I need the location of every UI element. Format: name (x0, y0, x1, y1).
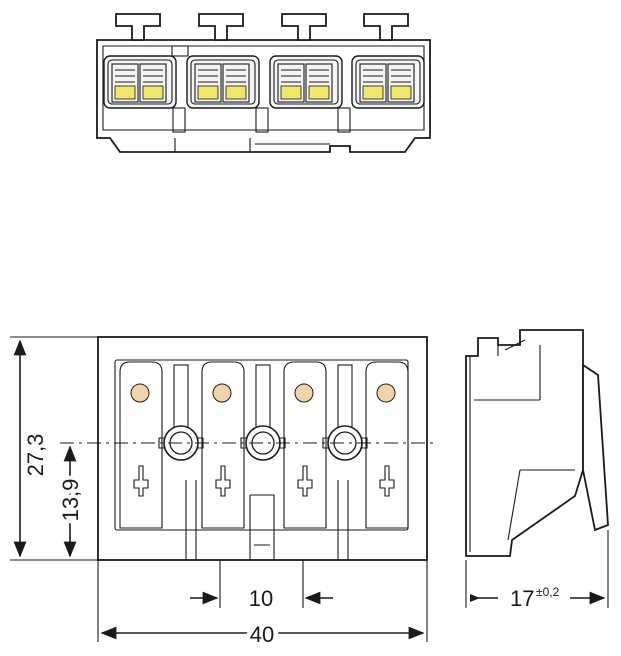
dimension-depth: 17 (510, 586, 534, 611)
dimension-depth-tolerance: ±0,2 (536, 585, 560, 599)
clamp-group-top (351, 13, 425, 109)
clamp-group-top (103, 13, 177, 109)
release-tab-icon (305, 63, 333, 103)
contact-dot-icon (130, 383, 150, 403)
clamp-unit-front (283, 361, 327, 529)
clamp-unit-front (365, 361, 409, 529)
clamp-unit-front (119, 361, 163, 529)
top-view (96, 13, 431, 153)
dimension-width: 40 (250, 622, 274, 647)
release-tab-icon (139, 63, 167, 103)
dimension-pitch: 10 (249, 586, 273, 611)
release-tab-icon (359, 63, 387, 103)
dimension-height-center: 13,9 (58, 479, 83, 522)
contact-dot-icon (376, 383, 396, 403)
clamp-unit-front (201, 361, 245, 529)
clamp-group-top (186, 13, 260, 109)
side-view (465, 329, 609, 557)
release-tab-icon (222, 63, 250, 103)
release-tab-icon (277, 63, 305, 103)
release-tab-icon (387, 63, 415, 103)
contact-dot-icon (294, 383, 314, 403)
dimension-height-total: 27,3 (23, 434, 48, 477)
clamp-group-top (269, 13, 343, 109)
contact-dot-icon (212, 383, 232, 403)
release-tab-icon (111, 63, 139, 103)
release-tab-icon (194, 63, 222, 103)
dimension-lines (10, 336, 609, 642)
front-view (60, 336, 435, 561)
